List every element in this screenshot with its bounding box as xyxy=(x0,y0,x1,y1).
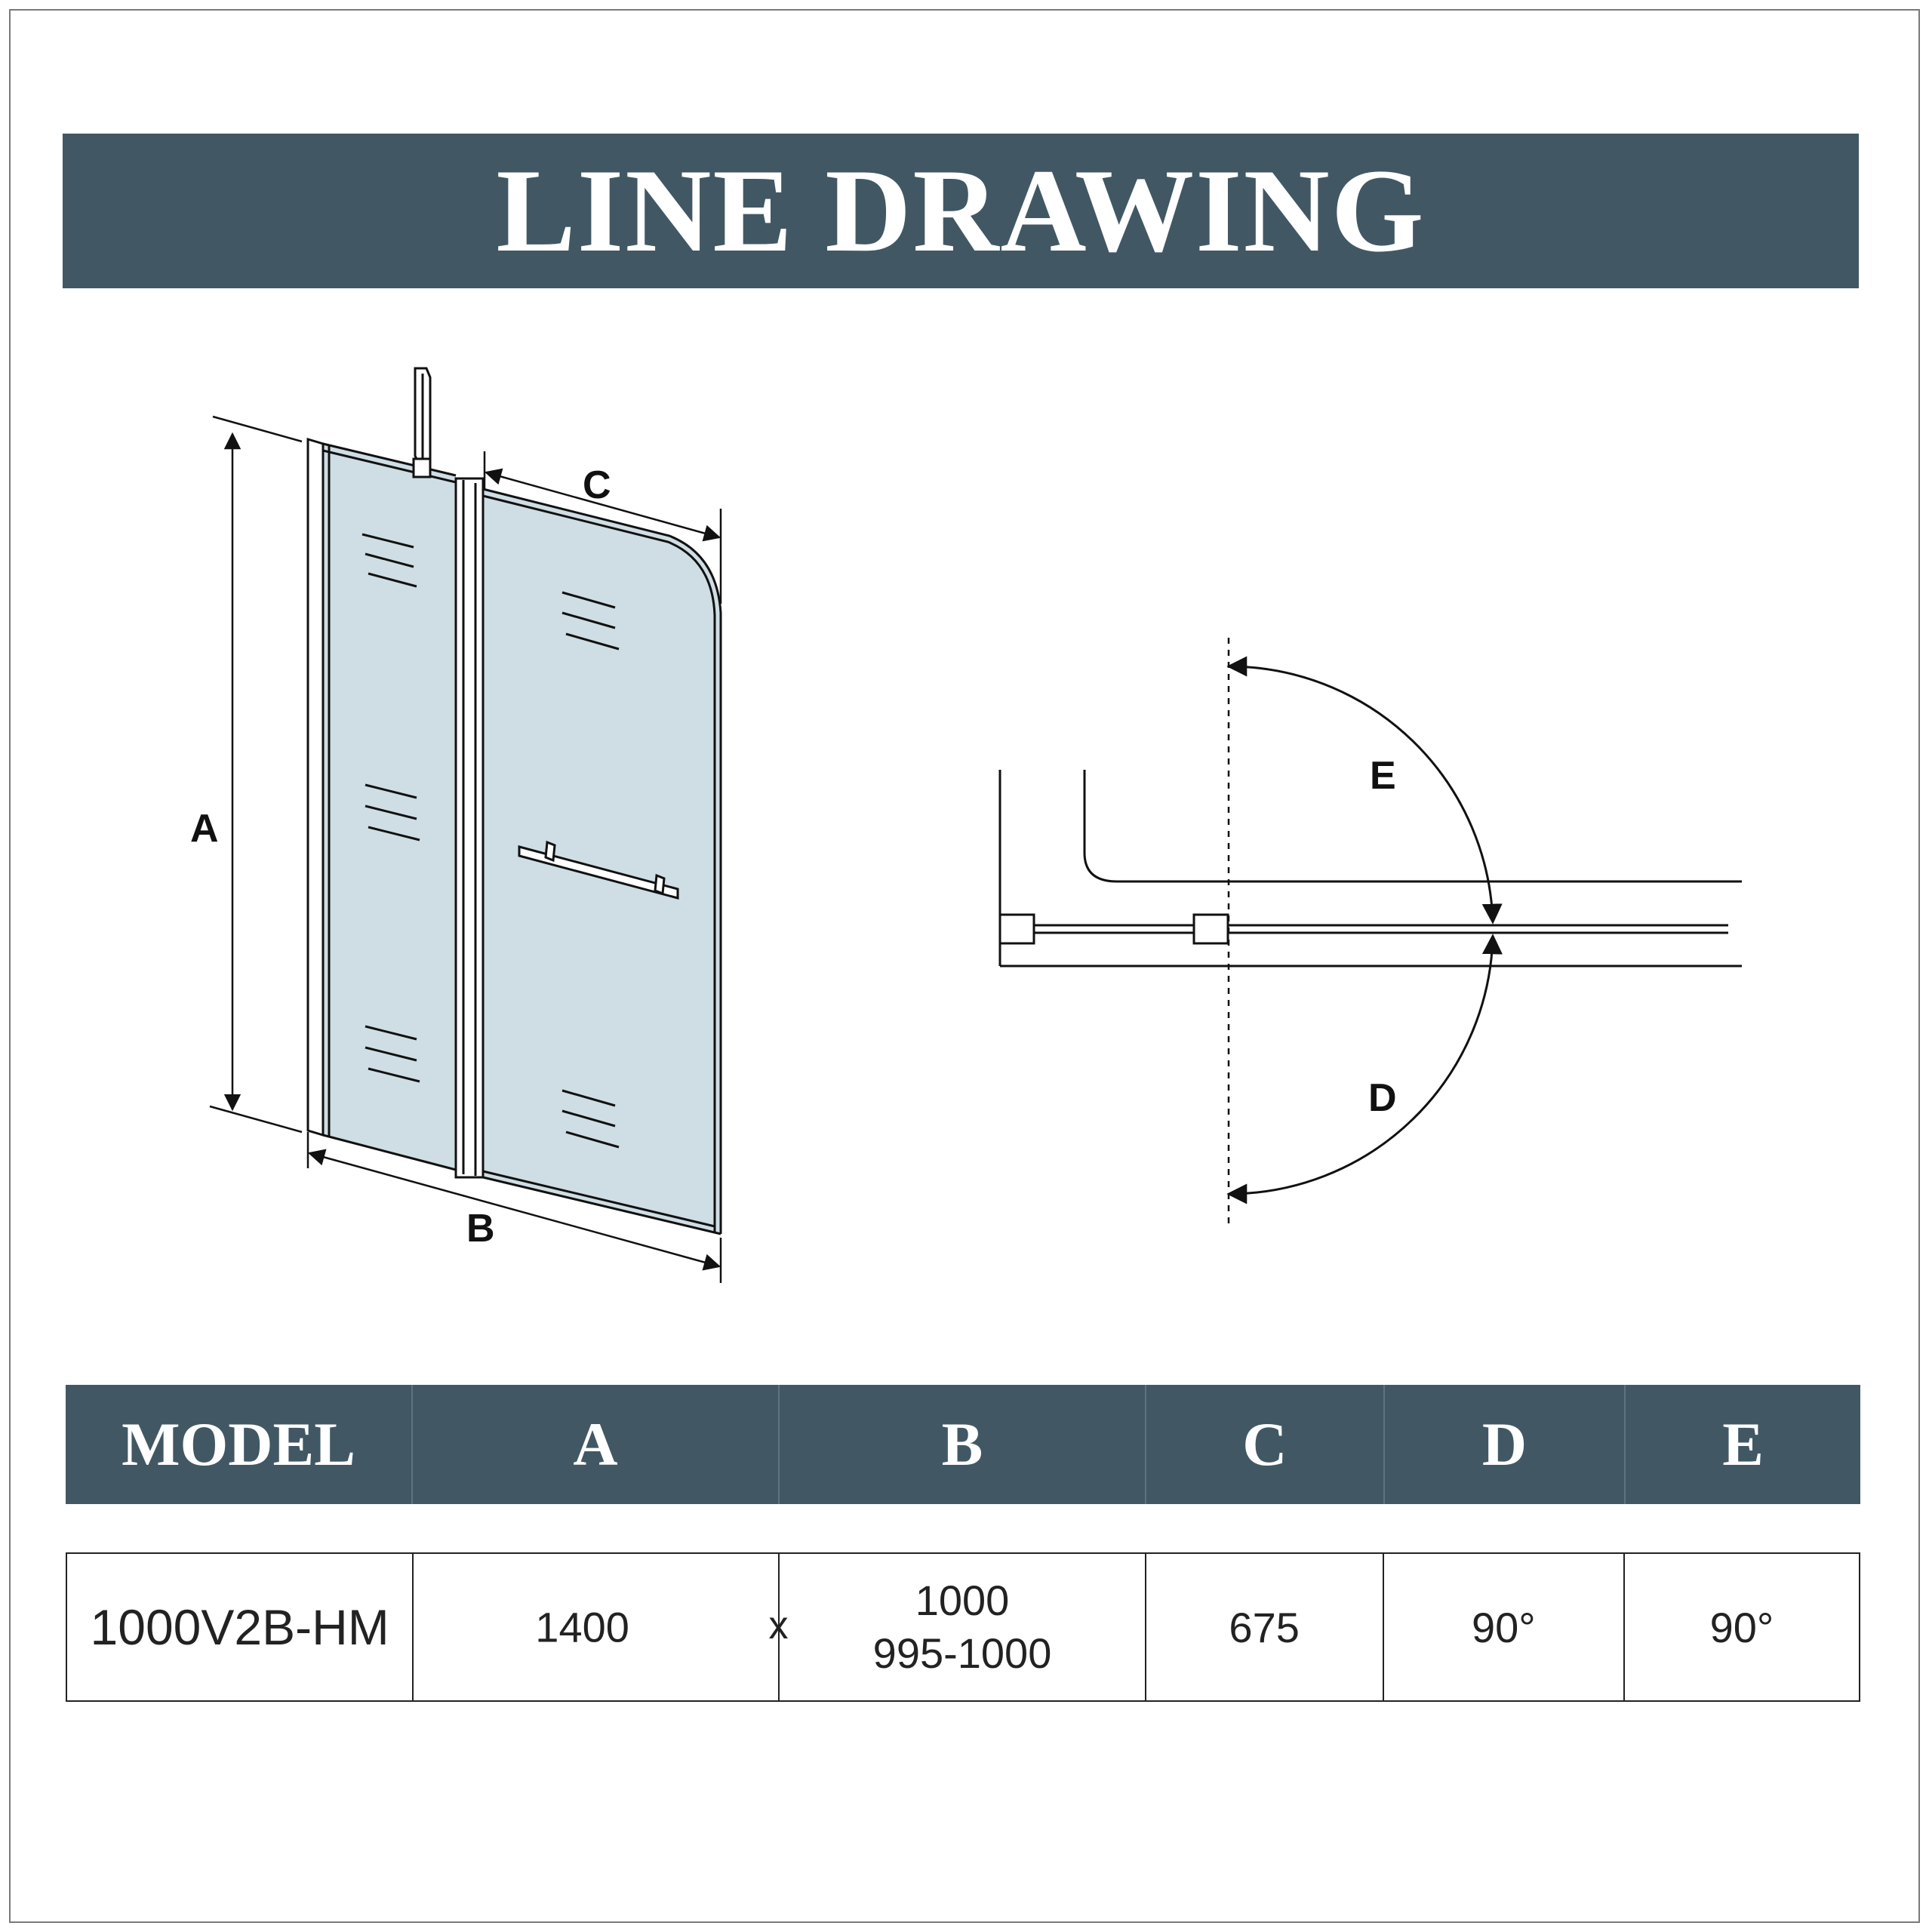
screen-plan-view xyxy=(998,638,1742,1229)
screen-perspective-view xyxy=(209,367,722,1283)
swing-glass-panel xyxy=(483,489,721,1234)
arc-e xyxy=(1226,656,1503,924)
header-a: A xyxy=(413,1385,780,1504)
label-c: C xyxy=(583,463,611,507)
label-d: D xyxy=(1368,1076,1397,1120)
dimension-b xyxy=(306,1132,722,1283)
arc-d xyxy=(1226,934,1503,1204)
glass-hatching xyxy=(361,533,620,1149)
cell-c: 675 xyxy=(1146,1554,1384,1700)
hinge-bar xyxy=(454,477,485,1179)
wall-profile xyxy=(306,437,325,1137)
fixed-glass-panel xyxy=(323,444,456,1170)
cell-b: 1000 995-1000 xyxy=(780,1554,1146,1700)
cell-a-value: 1400 xyxy=(535,1603,629,1651)
label-e: E xyxy=(1370,754,1396,798)
title-banner: LINE DRAWING xyxy=(63,134,1859,288)
header-e: E xyxy=(1722,1410,1764,1478)
cell-e: 90° xyxy=(1709,1603,1774,1651)
header-b: B xyxy=(780,1385,1146,1504)
table-row: 1000V2B-HM 1400 x 1000 995-1000 675 90° … xyxy=(66,1552,1860,1702)
header-c: C xyxy=(1146,1385,1385,1504)
table-header: MODEL A B C D E xyxy=(66,1385,1860,1504)
bath-edge xyxy=(1083,770,1742,883)
page-title: LINE DRAWING xyxy=(496,144,1426,277)
page-frame xyxy=(9,9,1920,1923)
label-a: A xyxy=(190,807,219,851)
dimension-separator: x xyxy=(768,1604,789,1647)
cell-model: 1000V2B-HM xyxy=(67,1554,414,1700)
support-arm xyxy=(412,367,432,478)
header-model: MODEL xyxy=(66,1385,414,1504)
dimension-c xyxy=(483,451,722,604)
towel-bar xyxy=(518,840,679,900)
dimension-a xyxy=(209,415,303,1134)
cell-b-line2: 995-1000 xyxy=(872,1629,1052,1677)
label-b: B xyxy=(466,1207,495,1251)
wall-bracket xyxy=(998,913,1035,945)
hinge-block xyxy=(1192,913,1229,945)
header-d: D xyxy=(1385,1385,1626,1504)
cell-a: 1400 x xyxy=(414,1554,788,1700)
cell-d: 90° xyxy=(1384,1554,1625,1700)
cell-b-line1: 1000 xyxy=(915,1577,1010,1624)
